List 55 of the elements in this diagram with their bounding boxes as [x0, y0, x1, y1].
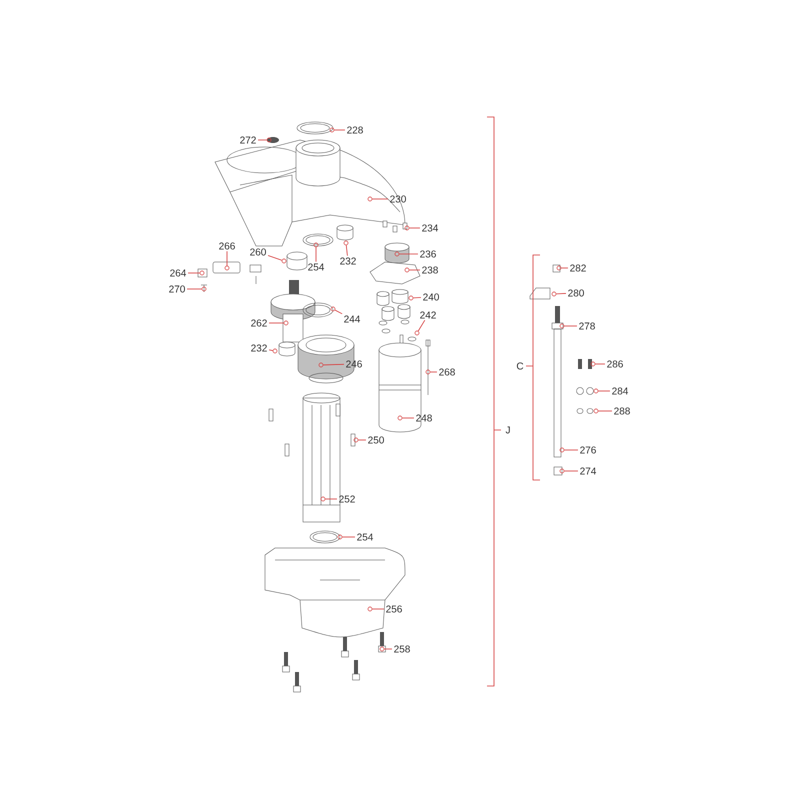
callout-number: 282	[570, 264, 586, 272]
callout-number: 234	[422, 224, 438, 232]
callout-number: 266	[219, 242, 235, 250]
callout-number: 238	[422, 266, 438, 274]
callout-number: 268	[439, 368, 455, 376]
callout-number: 280	[568, 289, 584, 297]
leader-line	[372, 608, 384, 610]
leader-line	[334, 310, 343, 314]
callout-number: 246	[346, 360, 362, 368]
callout-number: 272	[240, 136, 256, 144]
leader-line	[226, 250, 228, 266]
leader-line	[268, 255, 282, 261]
callout-number: 260	[250, 248, 266, 256]
callout-number: 276	[580, 446, 596, 454]
callout-number: 262	[251, 319, 267, 327]
callout-number: 240	[423, 293, 439, 301]
leader-line	[342, 536, 356, 538]
leader-line	[268, 322, 284, 324]
callout-number: 254	[357, 533, 374, 541]
leader-line	[188, 272, 200, 274]
leader-line	[372, 198, 388, 200]
callout-number: 248	[416, 414, 432, 422]
callout-number: 258	[394, 645, 410, 653]
leader-line	[556, 293, 566, 294]
leader-line	[346, 244, 348, 256]
leader-line	[186, 288, 202, 290]
bracket-label: J	[506, 426, 510, 434]
leader-line	[384, 648, 392, 650]
leader-line	[418, 320, 426, 332]
callout-number: 278	[579, 322, 595, 330]
callout-number: 242	[420, 312, 436, 318]
callout-number: 228	[347, 126, 363, 134]
callout-number: 232	[340, 257, 356, 265]
callout-number: 270	[169, 285, 185, 293]
leader-line	[322, 364, 344, 366]
callout-number: 286	[607, 360, 623, 368]
leader-line	[598, 410, 612, 412]
leader-line	[412, 297, 422, 298]
leader-line	[324, 498, 338, 500]
callout-number: 284	[612, 387, 628, 395]
callout-number: 236	[420, 250, 436, 258]
callout-number: 274	[580, 468, 596, 474]
leader-line	[564, 470, 578, 472]
callout-number: 230	[390, 195, 406, 203]
callout-number: 244	[344, 316, 360, 322]
callout-number: 264	[170, 269, 186, 277]
bracket-label: C	[516, 362, 524, 370]
callout-number: 288	[614, 407, 630, 415]
leader-line	[598, 390, 610, 392]
callout-number: 232	[251, 344, 267, 352]
callout-number: 250	[368, 436, 384, 444]
leader-line	[268, 349, 274, 351]
callout-number: 254	[308, 263, 324, 271]
callout-number: 256	[386, 605, 402, 613]
callout-number: 252	[339, 495, 355, 503]
